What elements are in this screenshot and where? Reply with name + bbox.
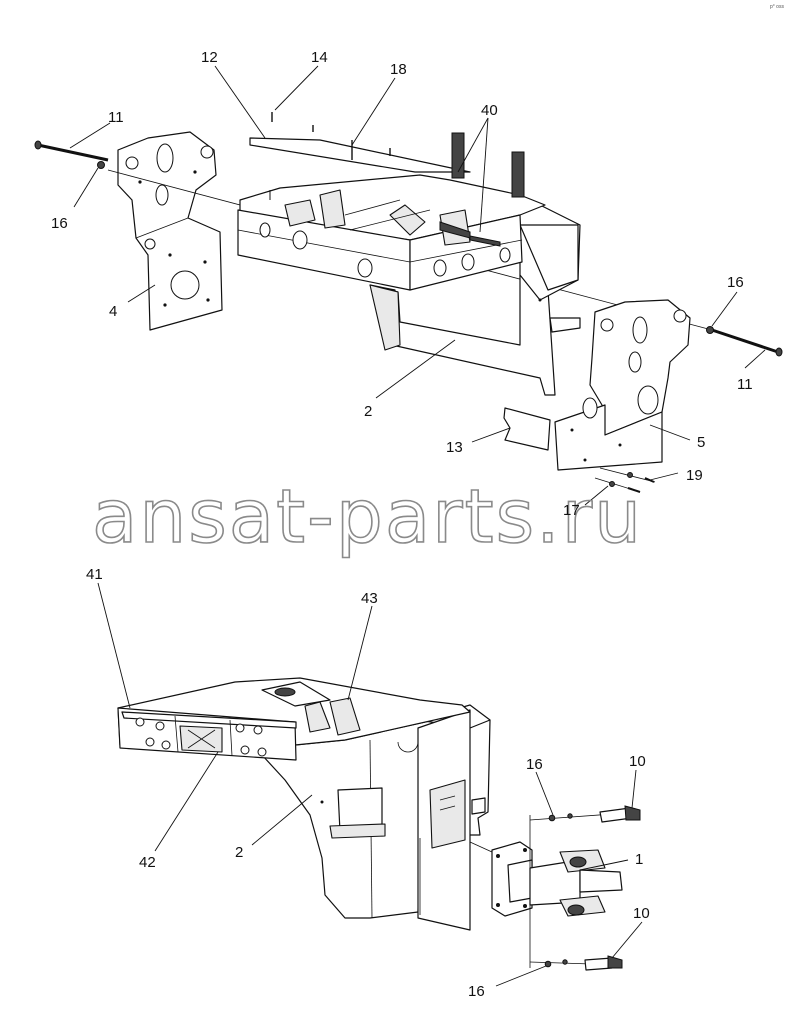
watermark-text: ansat-parts.ru	[92, 474, 643, 560]
callout-labels: 12 14 18 40 11 16 4 16 11 2 13 5 19 17 4…	[51, 49, 753, 1000]
leader-lines-bottom	[97, 582, 643, 987]
leader-lines-top	[69, 65, 766, 506]
callout-12: 12	[201, 49, 218, 66]
callout-13: 13	[446, 439, 463, 456]
callout-10-upper: 10	[629, 753, 646, 770]
washer-16-right	[706, 326, 714, 334]
fasteners-10-16-lower	[529, 955, 623, 971]
callout-4: 4	[109, 303, 117, 320]
bolt-11-right	[706, 326, 783, 357]
callout-11-left: 11	[108, 109, 124, 126]
callout-11-right: 11	[737, 376, 753, 393]
shim-13	[503, 407, 551, 451]
corner-mark: p° oss	[770, 4, 784, 10]
callout-17: 17	[563, 502, 580, 519]
bolt-11-left	[34, 140, 109, 169]
bracket-5-right	[554, 299, 691, 471]
callout-42: 42	[139, 854, 156, 871]
fasteners-17-19	[594, 467, 656, 493]
pads-40	[439, 132, 525, 247]
callout-1: 1	[635, 851, 643, 868]
plate-12	[249, 137, 471, 173]
callout-2-top: 2	[364, 403, 372, 420]
callout-16-left: 16	[51, 215, 68, 232]
callout-14: 14	[311, 49, 328, 66]
frame-2-top	[237, 174, 581, 396]
bottom-assembly	[97, 582, 643, 987]
washer-16-left	[97, 161, 105, 169]
callout-41: 41	[86, 566, 103, 583]
callout-43: 43	[361, 590, 378, 607]
callout-16-lower: 16	[468, 983, 485, 1000]
callout-18: 18	[390, 61, 407, 78]
pivot-1-assembly	[419, 838, 623, 917]
callout-16-upper: 16	[526, 756, 543, 773]
screws-14	[269, 112, 391, 200]
callout-10-lower: 10	[633, 905, 650, 922]
callout-5: 5	[697, 434, 705, 451]
bracket-4-left	[117, 131, 223, 331]
callout-2-bottom: 2	[235, 844, 243, 861]
top-assembly	[34, 65, 783, 506]
fasteners-10-16-upper	[529, 805, 641, 968]
callout-40: 40	[481, 102, 498, 119]
callout-16-right: 16	[727, 274, 744, 291]
callout-19: 19	[686, 467, 703, 484]
